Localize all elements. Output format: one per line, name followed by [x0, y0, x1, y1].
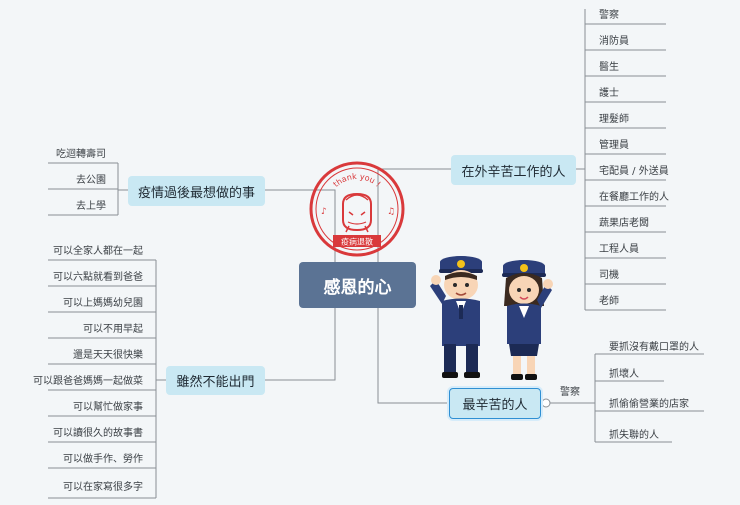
topic-hard-label: 最辛苦的人	[462, 398, 528, 413]
stay-item[interactable]: 可以做手作、勞作	[63, 454, 143, 465]
police-officers-saluting-icon	[430, 256, 553, 380]
work-item[interactable]: 護士	[599, 88, 619, 99]
topic-hard[interactable]: 最辛苦的人	[449, 388, 541, 419]
stay-item[interactable]: 可以不用早起	[83, 324, 143, 335]
work-item[interactable]: 蔬果店老闆	[599, 218, 649, 229]
central-topic-label: 感恩的心	[323, 277, 392, 298]
work-item[interactable]: 在餐廳工作的人	[599, 192, 669, 203]
svg-text:thank you !: thank you !	[332, 172, 383, 189]
stay-item[interactable]: 還是天天很快樂	[73, 350, 143, 361]
work-item[interactable]: 宅配員 / 外送員	[599, 166, 669, 177]
after-item[interactable]: 去上學	[76, 201, 106, 212]
topic-after[interactable]: 疫情過後最想做的事	[128, 176, 265, 206]
stay-item[interactable]: 可以跟爸爸媽媽一起做菜	[33, 376, 143, 387]
stay-item[interactable]: 可以讀很久的故事書	[53, 428, 143, 439]
topic-stay-label: 雖然不能出門	[176, 375, 255, 390]
stay-item[interactable]: 可以上媽媽幼兒園	[63, 298, 143, 309]
svg-text:♫: ♫	[387, 207, 395, 217]
hard-item[interactable]: 抓壞人	[609, 369, 639, 380]
stay-item[interactable]: 可以幫忙做家事	[73, 402, 143, 413]
stay-item[interactable]: 可以全家人都在一起	[53, 246, 143, 257]
thank-you-stamp-icon: thank you ! 疫病退散 ♪ ♫	[309, 161, 405, 257]
stay-item[interactable]: 可以六點就看到爸爸	[53, 272, 143, 283]
work-item[interactable]: 管理員	[599, 140, 629, 151]
stay-item[interactable]: 可以在家寫很多字	[63, 482, 143, 493]
after-item[interactable]: 去公園	[76, 175, 106, 186]
hard-item[interactable]: 要抓沒有戴口罩的人	[609, 342, 699, 353]
work-item[interactable]: 醫生	[599, 62, 619, 73]
work-item[interactable]: 消防員	[599, 36, 629, 47]
stamp-bottom-text: 疫病退散	[341, 237, 373, 247]
work-item[interactable]: 警察	[599, 10, 619, 21]
topic-stay[interactable]: 雖然不能出門	[166, 366, 265, 395]
work-item[interactable]: 理髮師	[599, 114, 629, 125]
svg-text:♪: ♪	[321, 207, 327, 217]
central-topic[interactable]: 感恩的心	[299, 262, 416, 308]
topic-after-label: 疫情過後最想做的事	[137, 185, 255, 201]
hard-item[interactable]: 抓失聯的人	[609, 430, 659, 441]
work-item[interactable]: 老師	[599, 296, 619, 307]
work-item[interactable]: 司機	[599, 270, 619, 281]
hard-item[interactable]: 抓偷偷營業的店家	[609, 399, 689, 410]
hard-sublabel[interactable]: 警察	[560, 387, 580, 398]
after-item[interactable]: 吃迴轉壽司	[56, 149, 106, 160]
work-item[interactable]: 工程人員	[599, 244, 639, 255]
topic-work[interactable]: 在外辛苦工作的人	[451, 155, 576, 185]
stamp-top-text: thank you !	[332, 172, 383, 189]
topic-work-label: 在外辛苦工作的人	[461, 164, 566, 180]
